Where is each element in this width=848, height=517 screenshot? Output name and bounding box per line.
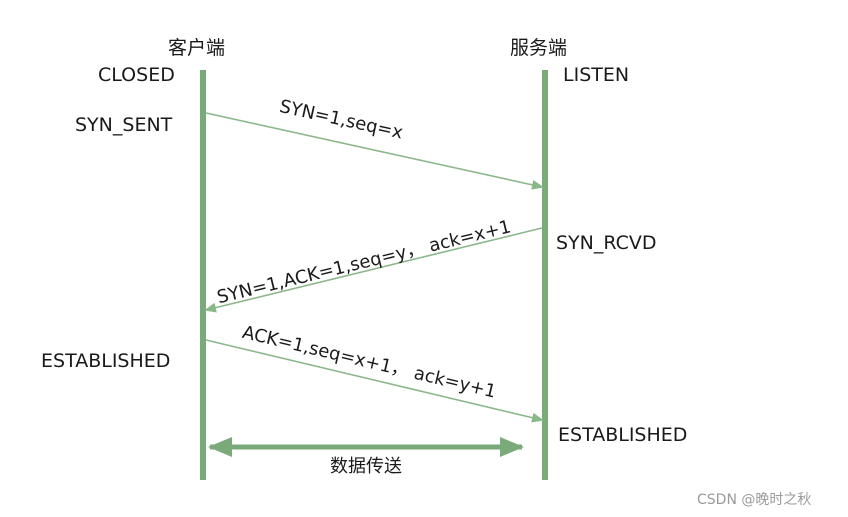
client-title: 客户端 bbox=[168, 37, 226, 59]
client-state-established: ESTABLISHED bbox=[41, 350, 171, 372]
syn-arrow bbox=[205, 112, 544, 190]
server-state-listen: LISTEN bbox=[563, 64, 630, 86]
client-state-syn-sent: SYN_SENT bbox=[75, 114, 173, 136]
syn-ack-arrow bbox=[204, 227, 543, 313]
watermark: CSDN @晚时之秋 bbox=[697, 492, 812, 508]
server-title: 服务端 bbox=[510, 37, 568, 59]
server-state-syn-rcvd: SYN_RCVD bbox=[556, 232, 657, 254]
server-state-established: ESTABLISHED bbox=[558, 424, 688, 446]
data-transfer-label: 数据传送 bbox=[330, 456, 402, 477]
client-state-closed: CLOSED bbox=[98, 64, 175, 86]
ack-arrow bbox=[205, 339, 544, 423]
